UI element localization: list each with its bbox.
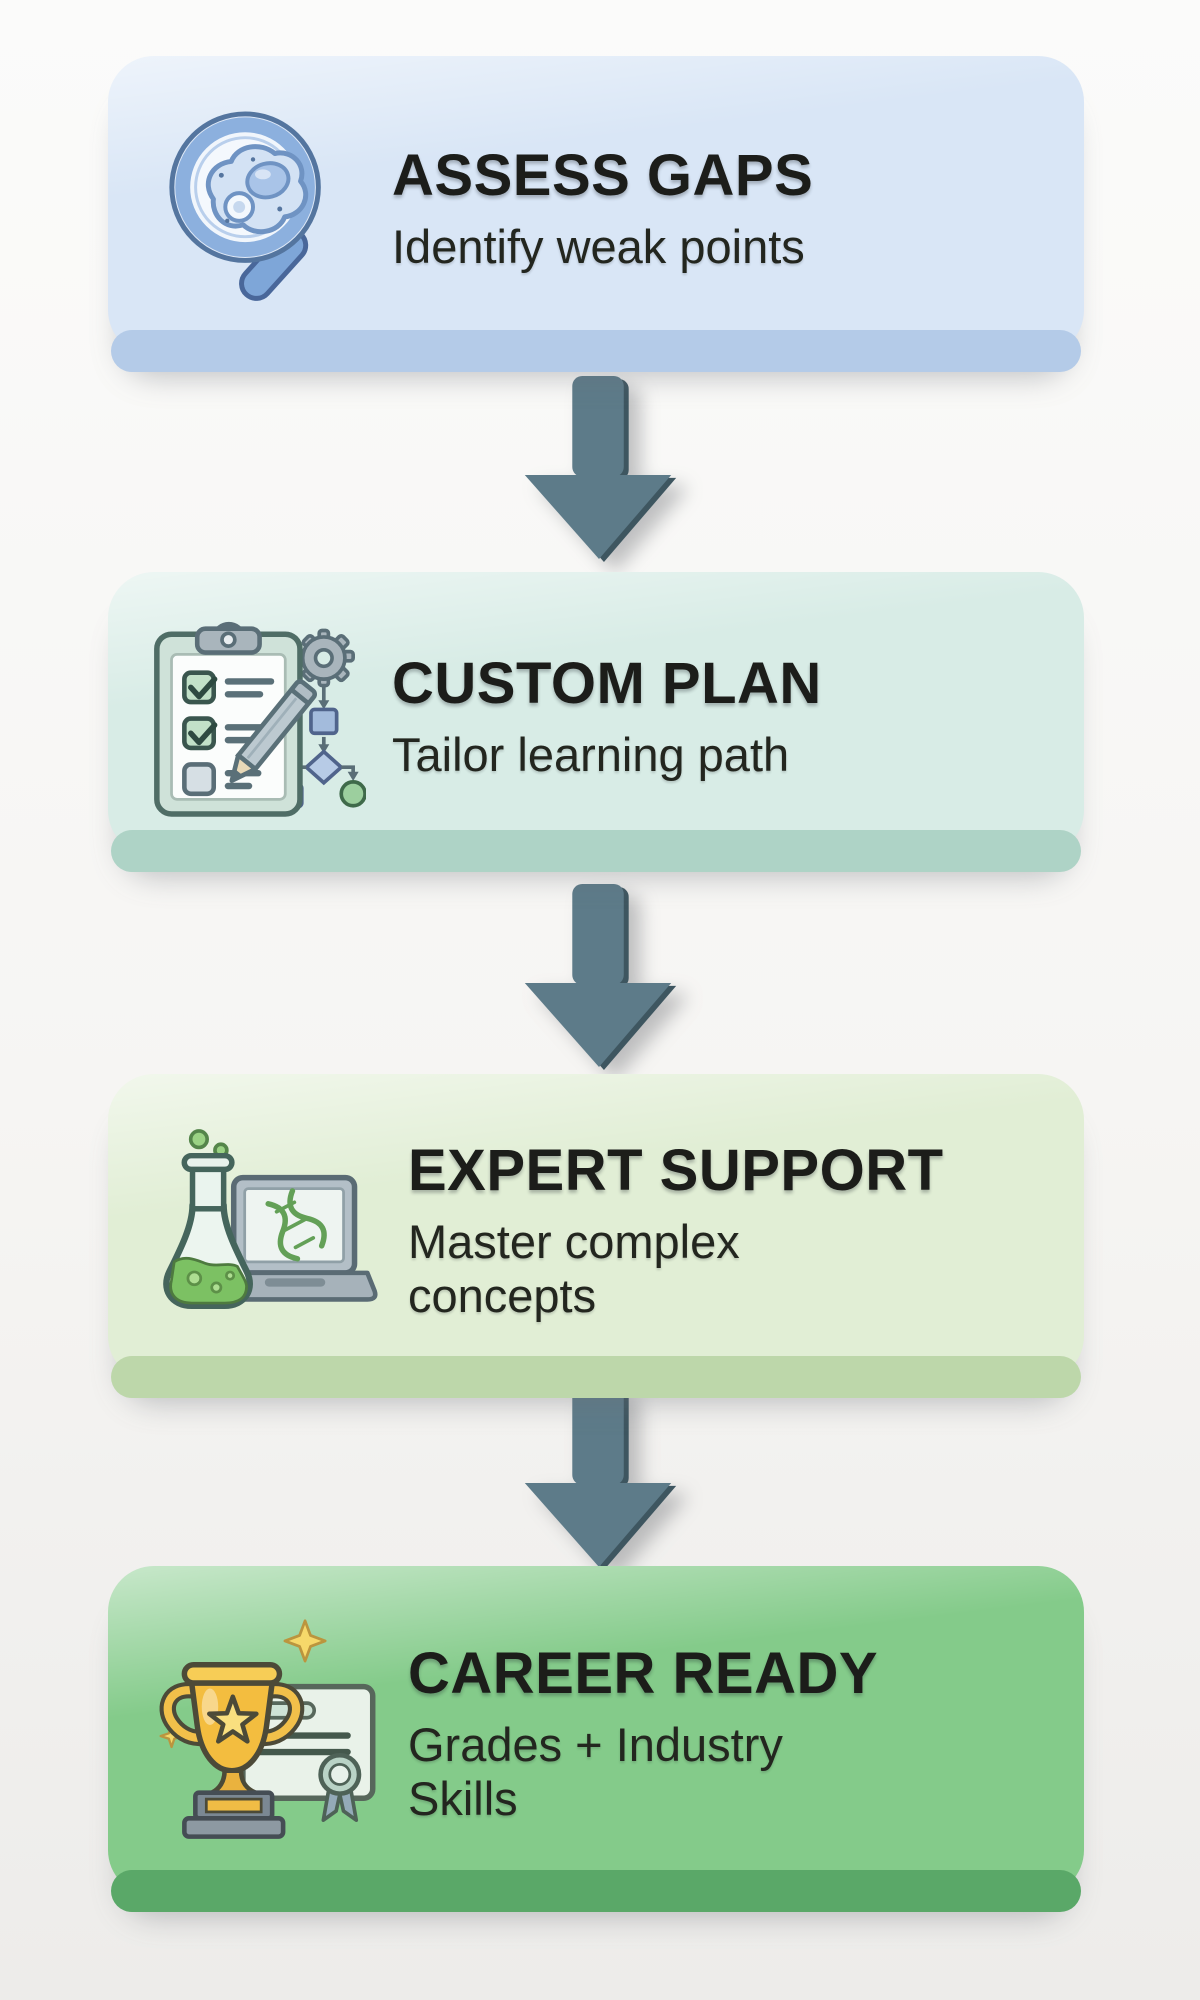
magnifier-cells-icon <box>144 98 366 314</box>
step-title: ASSESS GAPS <box>392 143 814 209</box>
step-subtitle: Identify weak points <box>392 220 805 274</box>
step-subtitle: Tailor learning path <box>392 728 790 782</box>
step-text-block: CUSTOM PLAN Tailor learning path <box>392 645 822 782</box>
step-card-assess-gaps: ASSESS GAPS Identify weak points <box>108 56 1084 372</box>
step-text-block: ASSESS GAPS Identify weak points <box>392 137 813 274</box>
down-arrow-icon <box>520 374 680 564</box>
down-arrow-icon <box>520 882 680 1072</box>
clipboard-checklist-icon <box>144 599 366 829</box>
step-title: EXPERT SUPPORT <box>408 1138 944 1204</box>
step-title: CAREER READY <box>408 1641 879 1707</box>
trophy-certificate-icon <box>144 1619 382 1843</box>
flask-laptop-dna-icon <box>144 1126 382 1330</box>
step-title: CUSTOM PLAN <box>392 651 822 717</box>
step-card-custom-plan: CUSTOM PLAN Tailor learning path <box>108 572 1084 872</box>
down-arrow-icon <box>520 1382 680 1572</box>
